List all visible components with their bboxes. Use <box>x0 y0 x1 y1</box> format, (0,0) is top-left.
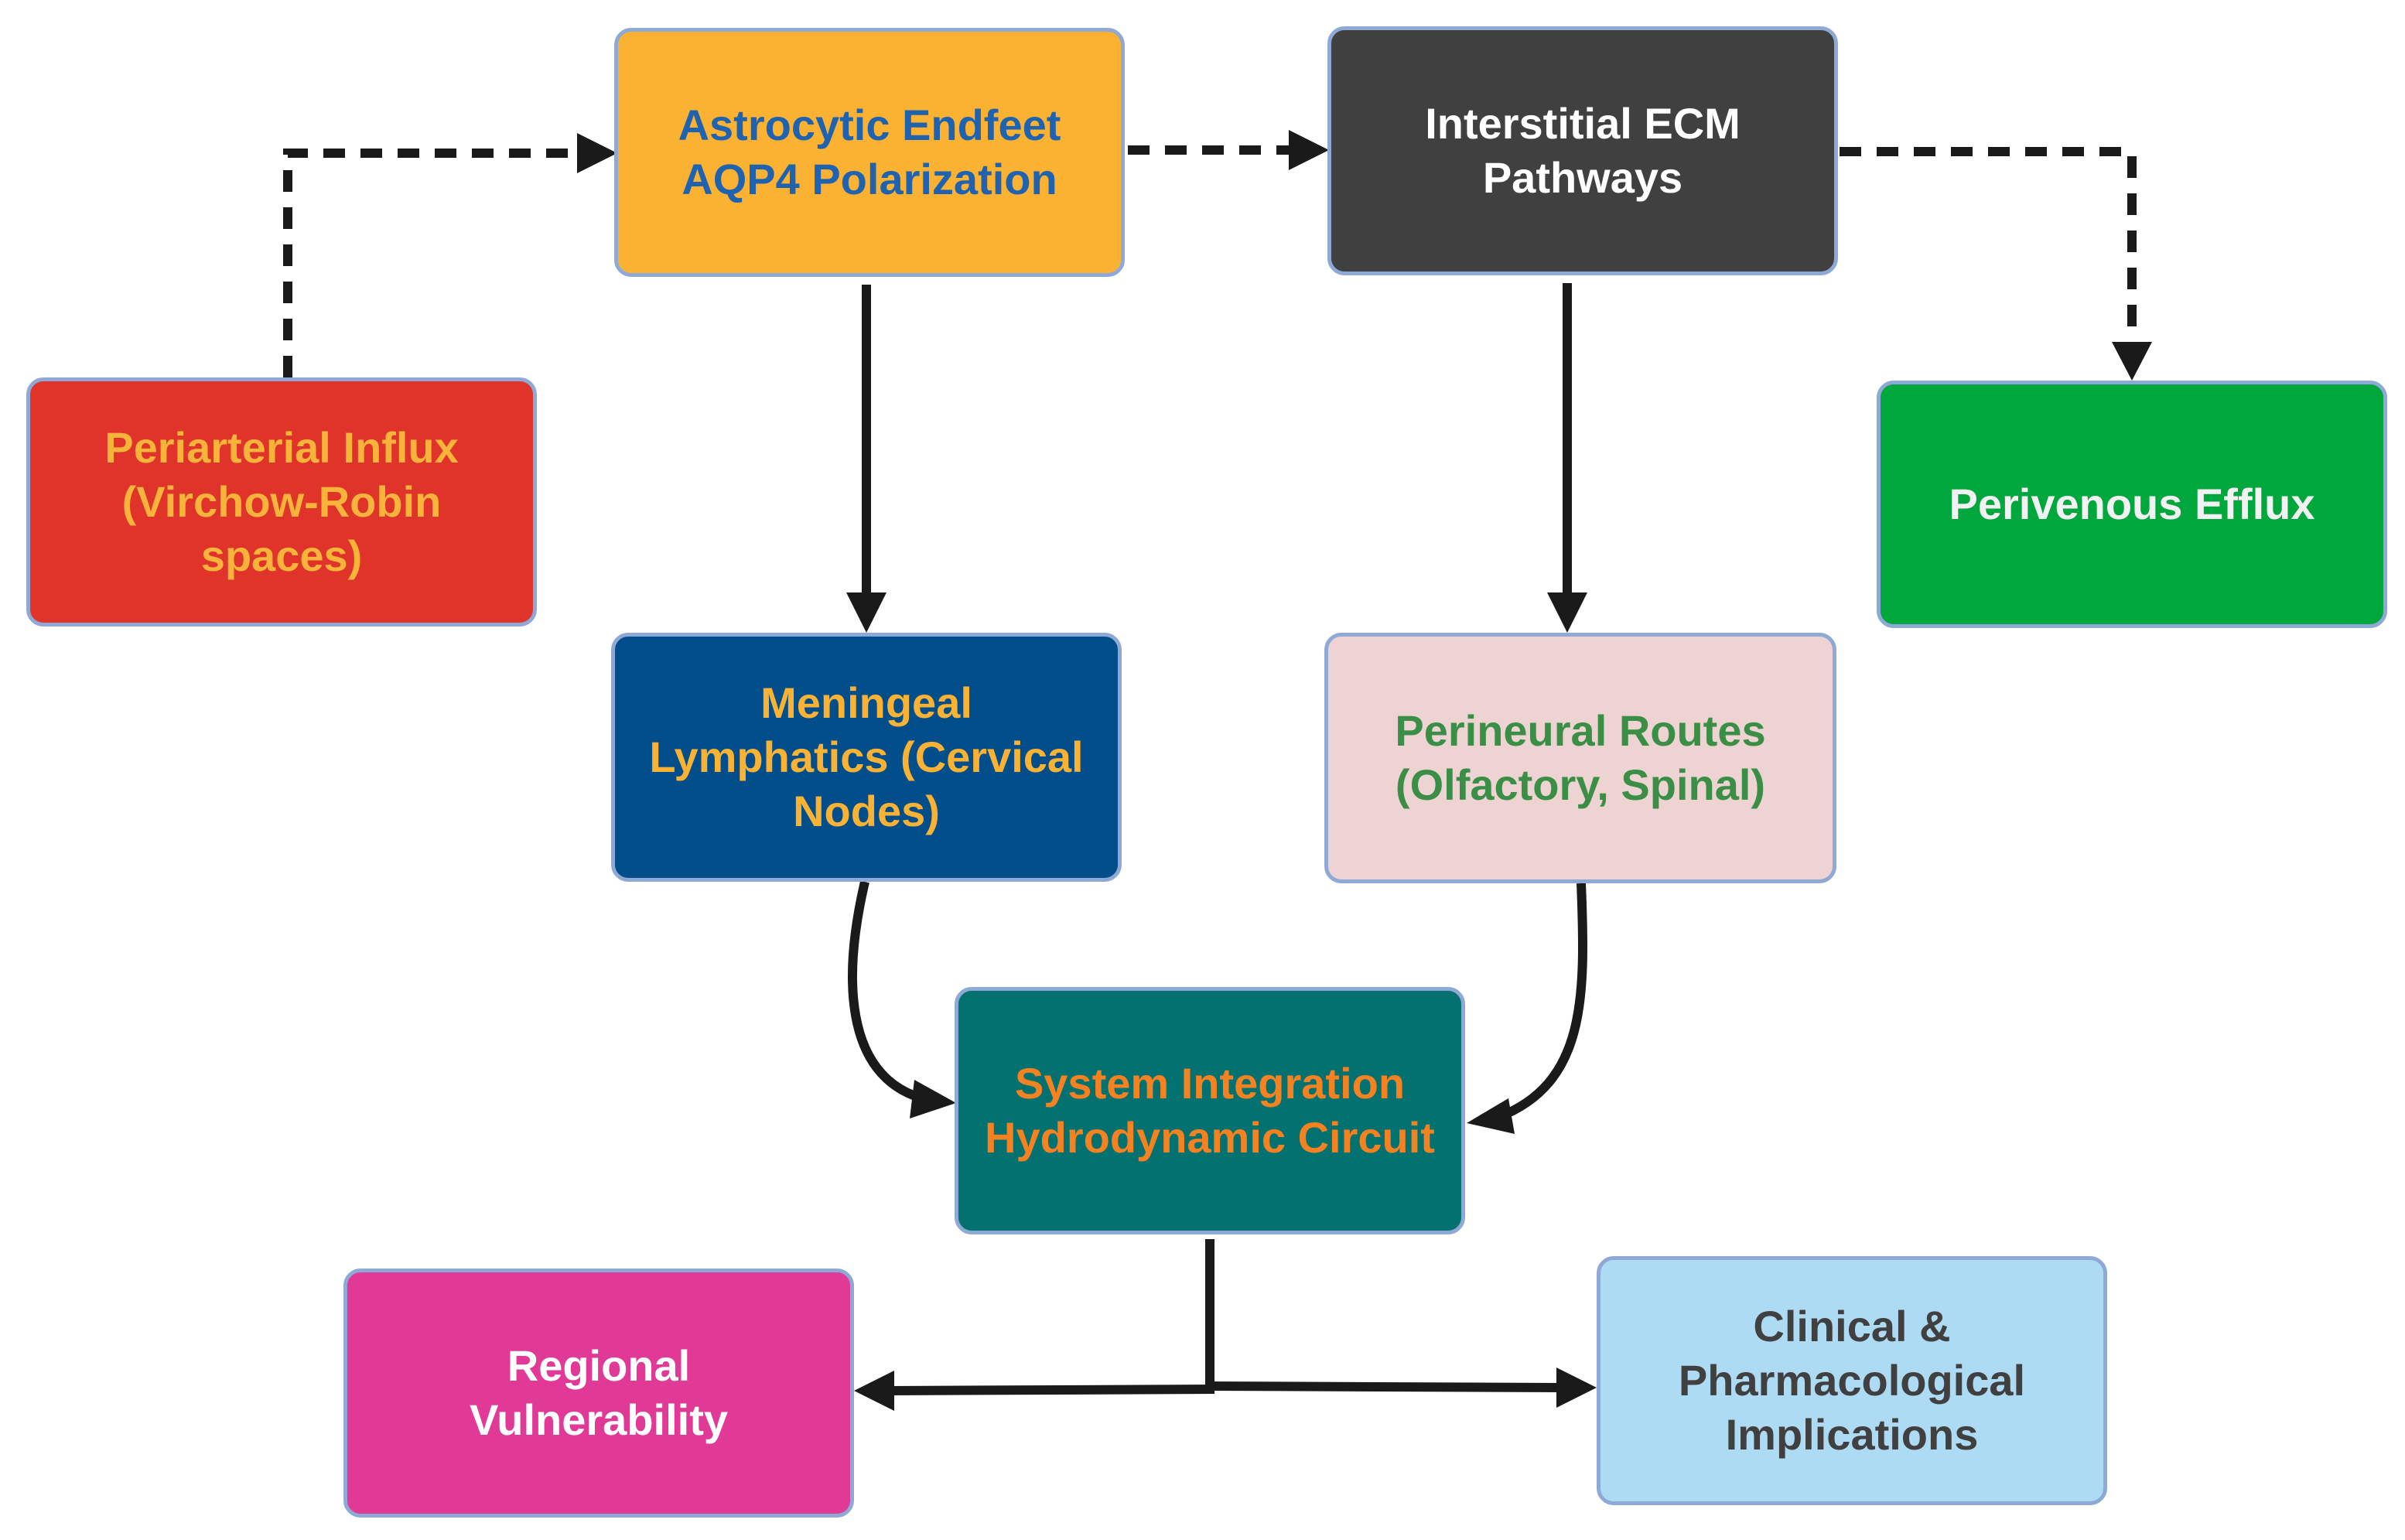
node-perineural-routes: Perineural Routes (Olfactory, Spinal) <box>1324 633 1836 883</box>
edge-interstitial-to-perivenous <box>1840 147 2137 347</box>
node-meningeal-lymphatics: Meningeal Lymphatics (Cervical Nodes) <box>611 633 1122 882</box>
node-system-integration-label: System Integration Hydrodynamic Circuit <box>985 1059 1435 1162</box>
arrowhead-interstitial-to-perivenous <box>2112 342 2152 381</box>
arrowhead-periarterial-to-astrocytic <box>577 133 617 173</box>
node-astrocytic-endfeet-label: Astrocytic Endfeet AQP4 Polarization <box>678 101 1061 203</box>
arrowhead-meningeal-to-system <box>910 1080 956 1118</box>
edge-periarterial-to-astrocytic <box>283 149 582 377</box>
arrowhead-system-to-clinical <box>1556 1368 1597 1408</box>
node-regional-vulnerability-label: Regional Vulnerability <box>469 1341 728 1444</box>
node-meningeal-lymphatics-label: Meningeal Lymphatics (Cervical Nodes) <box>649 678 1084 835</box>
edge-system-to-clinical <box>1204 1381 1562 1392</box>
node-regional-vulnerability: Regional Vulnerability <box>343 1269 854 1518</box>
node-astrocytic-endfeet: Astrocytic Endfeet AQP4 Polarization <box>614 28 1125 277</box>
edge-system-to-regional <box>889 1385 1215 1395</box>
arrowhead-interstitial-to-perineural <box>1547 592 1587 633</box>
edge-meningeal-to-system <box>848 880 924 1103</box>
node-clinical-implications-label: Clinical & Pharmacological Implications <box>1678 1302 2026 1459</box>
node-interstitial-ecm: Interstitial ECM Pathways <box>1327 26 1838 275</box>
arrowhead-astrocytic-to-interstitial <box>1289 130 1329 170</box>
arrowhead-astrocytic-to-meningeal <box>846 592 887 633</box>
node-interstitial-ecm-label: Interstitial ECM Pathways <box>1425 99 1741 202</box>
arrowhead-perineural-to-system <box>1467 1098 1515 1134</box>
node-perineural-routes-label: Perineural Routes (Olfactory, Spinal) <box>1395 706 1766 809</box>
node-system-integration: System Integration Hydrodynamic Circuit <box>955 987 1465 1234</box>
node-periarterial-influx: Periarterial Influx (Virchow-Robin space… <box>26 377 537 627</box>
node-periarterial-influx-label: Periarterial Influx (Virchow-Robin space… <box>104 423 459 580</box>
node-clinical-implications: Clinical & Pharmacological Implications <box>1597 1256 2107 1505</box>
node-perivenous-efflux: Perivenous Efflux <box>1877 381 2387 628</box>
arrowhead-system-to-regional <box>854 1371 894 1411</box>
node-perivenous-efflux-label: Perivenous Efflux <box>1949 480 2315 528</box>
edge-perineural-to-system <box>1497 883 1588 1122</box>
